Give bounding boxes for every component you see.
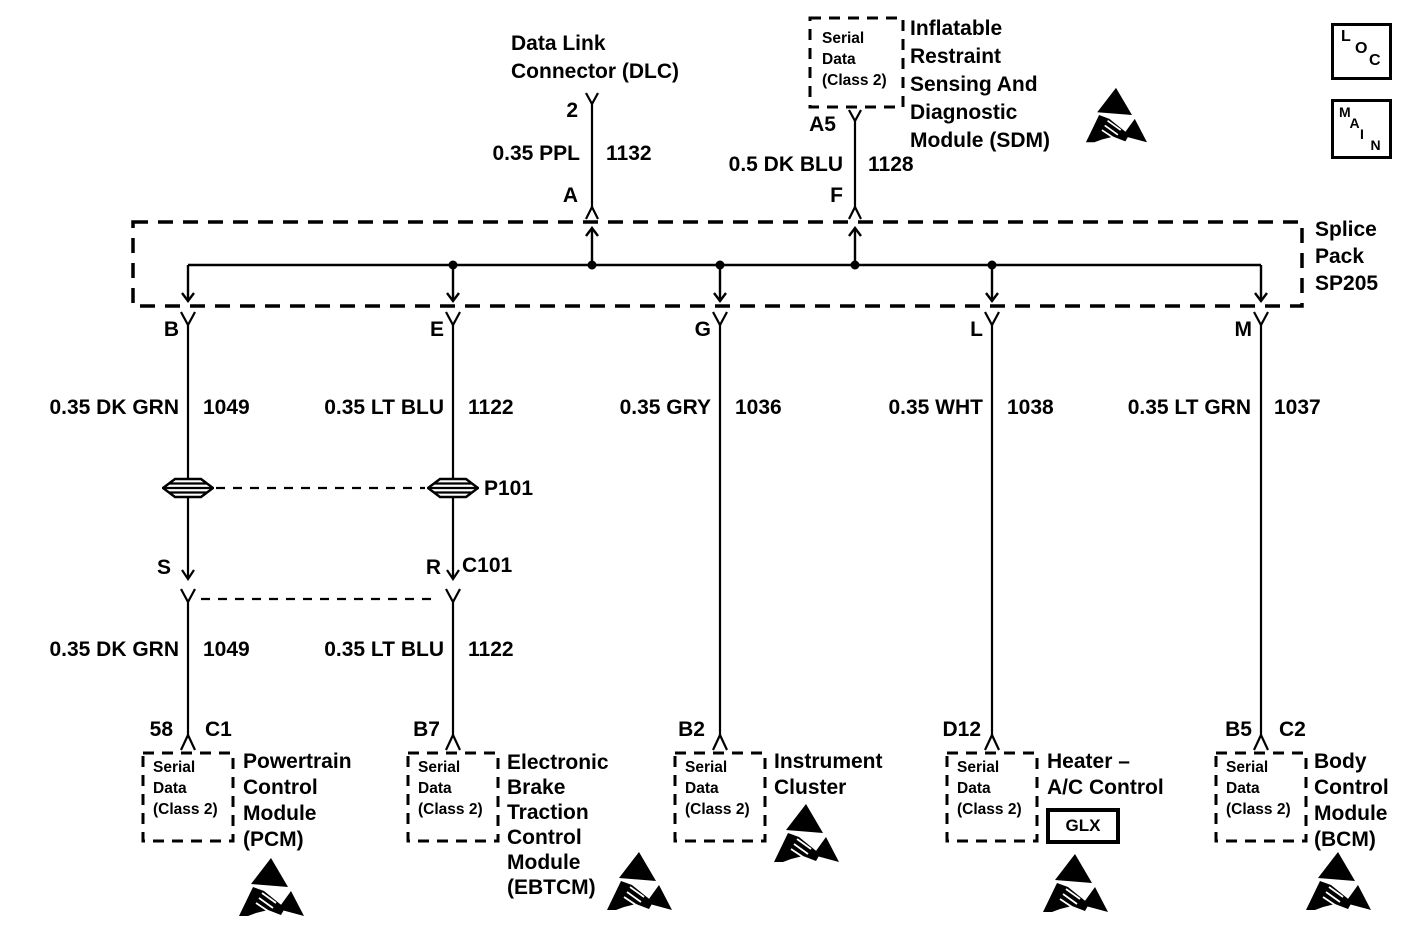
module-serial-data-boxes — [141, 751, 1308, 843]
esd-icon — [1085, 86, 1147, 144]
wire-circuit-label: 1049 — [203, 396, 250, 419]
dlc-wire-circuit: 1132 — [606, 142, 652, 165]
wire-circuit-label: 1049 — [203, 638, 250, 661]
branch-m-wire — [1253, 311, 1269, 751]
wire-circuit-label: 1038 — [1007, 396, 1054, 419]
wire-color-label: 0.35 LT BLU — [324, 638, 444, 661]
wire-color-label: 0.35 LT GRN — [1127, 396, 1251, 419]
branch-l-wire — [984, 311, 1000, 751]
dlc-pin: 2 — [566, 99, 578, 122]
splice-terminal-l: L — [970, 318, 983, 341]
splice-terminal-e: E — [429, 318, 444, 341]
sdm-serial-data-label: Serial Data (Class 2) — [822, 30, 887, 89]
glx-badge: GLX — [1046, 808, 1120, 844]
splice-terminal-m: M — [1234, 318, 1253, 341]
splice-terminal-a: A — [562, 184, 578, 207]
wire-color-label: 0.35 LT BLU — [324, 396, 444, 419]
splice-bus — [181, 226, 1268, 303]
esd-icon — [606, 851, 672, 911]
sdm-label: Inflatable Restraint Sensing And Diagnos… — [910, 17, 1050, 152]
pcm-pin: 58 — [149, 718, 173, 741]
sdm-wire-circuit: 1128 — [868, 153, 914, 176]
heater-ac-label: Heater – A/C Control — [1047, 750, 1164, 799]
sdm-wire-color: 0.5 DK BLU — [728, 153, 843, 176]
bcm-connector: C2 — [1279, 718, 1306, 741]
esd-icon — [238, 857, 304, 917]
c101-label: C101 — [462, 554, 513, 577]
wire-color-label: 0.35 GRY — [619, 396, 711, 419]
splice-pack-box — [131, 220, 1304, 308]
dlc-label: Data Link Connector (DLC) — [511, 32, 679, 83]
branch-b-wire — [180, 311, 196, 751]
branch-e-wire — [445, 311, 461, 751]
ebtcm-label: Electronic Brake Traction Control Module… — [507, 751, 609, 899]
splice-terminal-b: B — [163, 318, 179, 341]
cluster-pin: B2 — [678, 718, 705, 741]
c101-terminal-r: R — [425, 556, 441, 579]
wire-circuit-label: 1036 — [735, 396, 782, 419]
pcm-connector: C1 — [205, 718, 232, 741]
wire-circuit-label: 1037 — [1274, 396, 1321, 419]
esd-icon — [1305, 851, 1371, 911]
splice-pack-label: Splice Pack SP205 — [1315, 218, 1379, 295]
esd-icon — [1042, 853, 1108, 913]
instrument-cluster-label: Instrument Cluster — [774, 750, 883, 799]
wire-color-label: 0.35 DK GRN — [49, 638, 179, 661]
wire-color-label: 0.35 WHT — [888, 396, 983, 419]
wire-color-label: 0.35 DK GRN — [49, 396, 179, 419]
splice-terminal-g: G — [694, 318, 711, 341]
bcm-pin: B5 — [1225, 718, 1252, 741]
splice-terminal-f: F — [830, 184, 843, 207]
esd-icon — [773, 803, 839, 863]
c101-terminal-s: S — [156, 556, 171, 579]
hvac-pin: D12 — [942, 718, 981, 741]
p101-label: P101 — [484, 477, 534, 500]
dlc-wire-color: 0.35 PPL — [492, 142, 580, 165]
branch-g-wire — [712, 311, 728, 751]
sdm-wire — [848, 109, 862, 220]
wire-circuit-label: 1122 — [468, 638, 514, 661]
sdm-serial-data-box — [808, 16, 905, 109]
pcm-label: Powertrain Control Module (PCM) — [243, 750, 352, 851]
bcm-label: Body Control Module (BCM) — [1314, 750, 1389, 851]
sdm-pin: A5 — [809, 113, 836, 136]
ebtcm-pin: B7 — [413, 718, 440, 741]
dlc-wire — [585, 92, 599, 220]
wire-circuit-label: 1122 — [468, 396, 514, 419]
